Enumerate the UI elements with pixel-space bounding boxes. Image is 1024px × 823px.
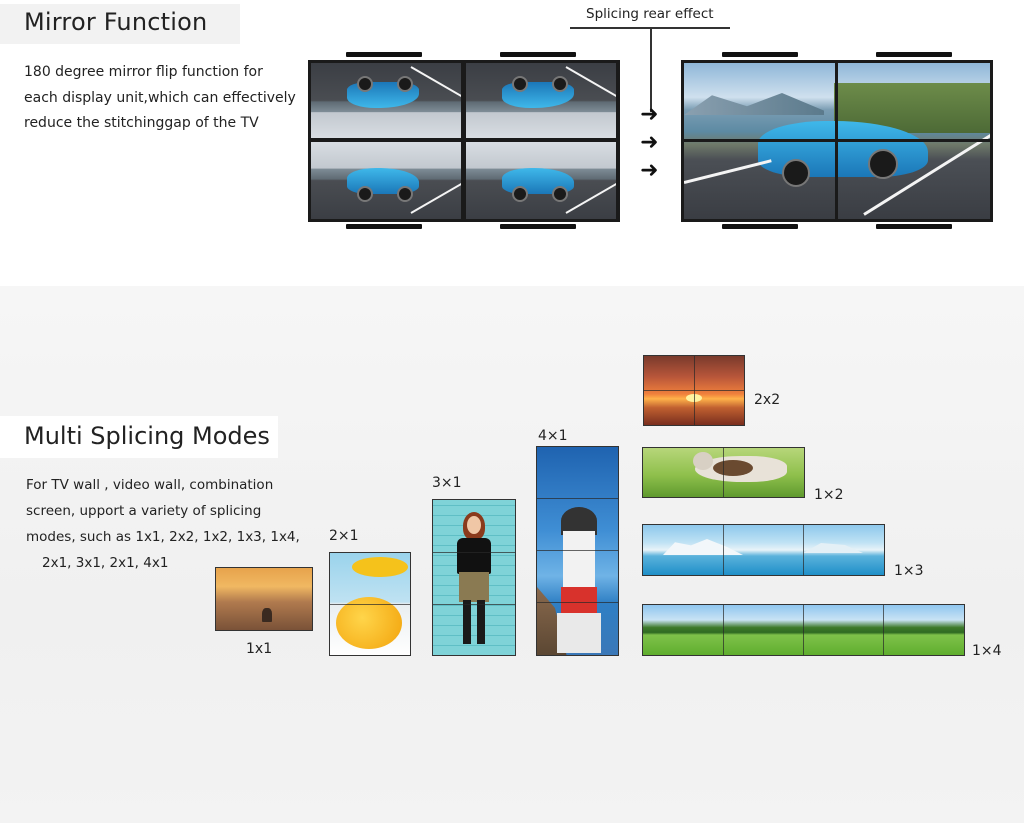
mode-3x1-tile [432,499,516,656]
spliced-video-wall [681,60,993,222]
wall-mount-bracket [876,52,952,57]
mode-2x2-tile [643,355,745,426]
splicing-desc-line: screen, upport a variety of splicing [26,503,262,519]
mirror-desc-line: 180 degree mirror flip function for [24,64,263,80]
mirror-description: 180 degree mirror flip function for each… [24,60,304,137]
mode-label: 1×3 [894,563,924,579]
mode-label: 2x2 [754,392,781,408]
mirror-desc-line: reduce the stitchinggap of the TV [24,115,259,131]
mode-1x3-tile [642,524,885,576]
mode-label: 1×4 [972,643,1002,659]
mirror-desc-line: each display unit,which can effectively [24,89,296,106]
splicing-desc-line: 2x1, 3x1, 2x1, 4x1 [42,555,169,571]
mode-label: 2×1 [329,528,359,544]
splicing-title: Multi Splicing Modes [24,422,270,450]
wall-mount-bracket [876,224,952,229]
mode-label: 1x1 [246,641,273,657]
mirrored-panel [466,63,616,138]
wall-mount-bracket [722,52,798,57]
mirrored-panel [311,63,461,138]
mode-label: 1×2 [814,487,844,503]
splicing-description: For TV wall , video wall, combination sc… [26,472,300,576]
right-arrow-icon: ➜ [640,102,659,127]
rear-effect-label: Splicing rear effect [586,6,714,22]
right-arrow-icon: ➜ [640,158,659,183]
mode-1x1-tile [215,567,313,631]
splicing-desc-line: modes, such as 1x1, 2x2, 1x2, 1x3, 1x4, [26,529,300,545]
wall-mount-bracket [346,52,422,57]
mode-2x1-tile [329,552,411,656]
mode-label: 3×1 [432,475,462,491]
right-arrow-icon: ➜ [640,130,659,155]
mirror-section: Mirror Function 180 degree mirror flip f… [0,0,1024,286]
mode-1x2-tile [642,447,805,498]
wall-mount-bracket [500,224,576,229]
wall-mount-bracket [346,224,422,229]
mirrored-video-wall [308,60,620,222]
display-panel [466,142,616,219]
mode-4x1-tile [536,446,619,656]
splicing-title-box [0,416,278,458]
mode-label: 4×1 [538,428,568,444]
mode-1x4-tile [642,604,965,656]
wall-mount-bracket [722,224,798,229]
rear-effect-pointer-line [650,27,652,112]
mirror-title-box [0,4,240,44]
wall-mount-bracket [500,52,576,57]
splicing-desc-line: For TV wall , video wall, combination [26,477,274,493]
display-panel [311,142,461,219]
mirror-title: Mirror Function [24,8,208,36]
